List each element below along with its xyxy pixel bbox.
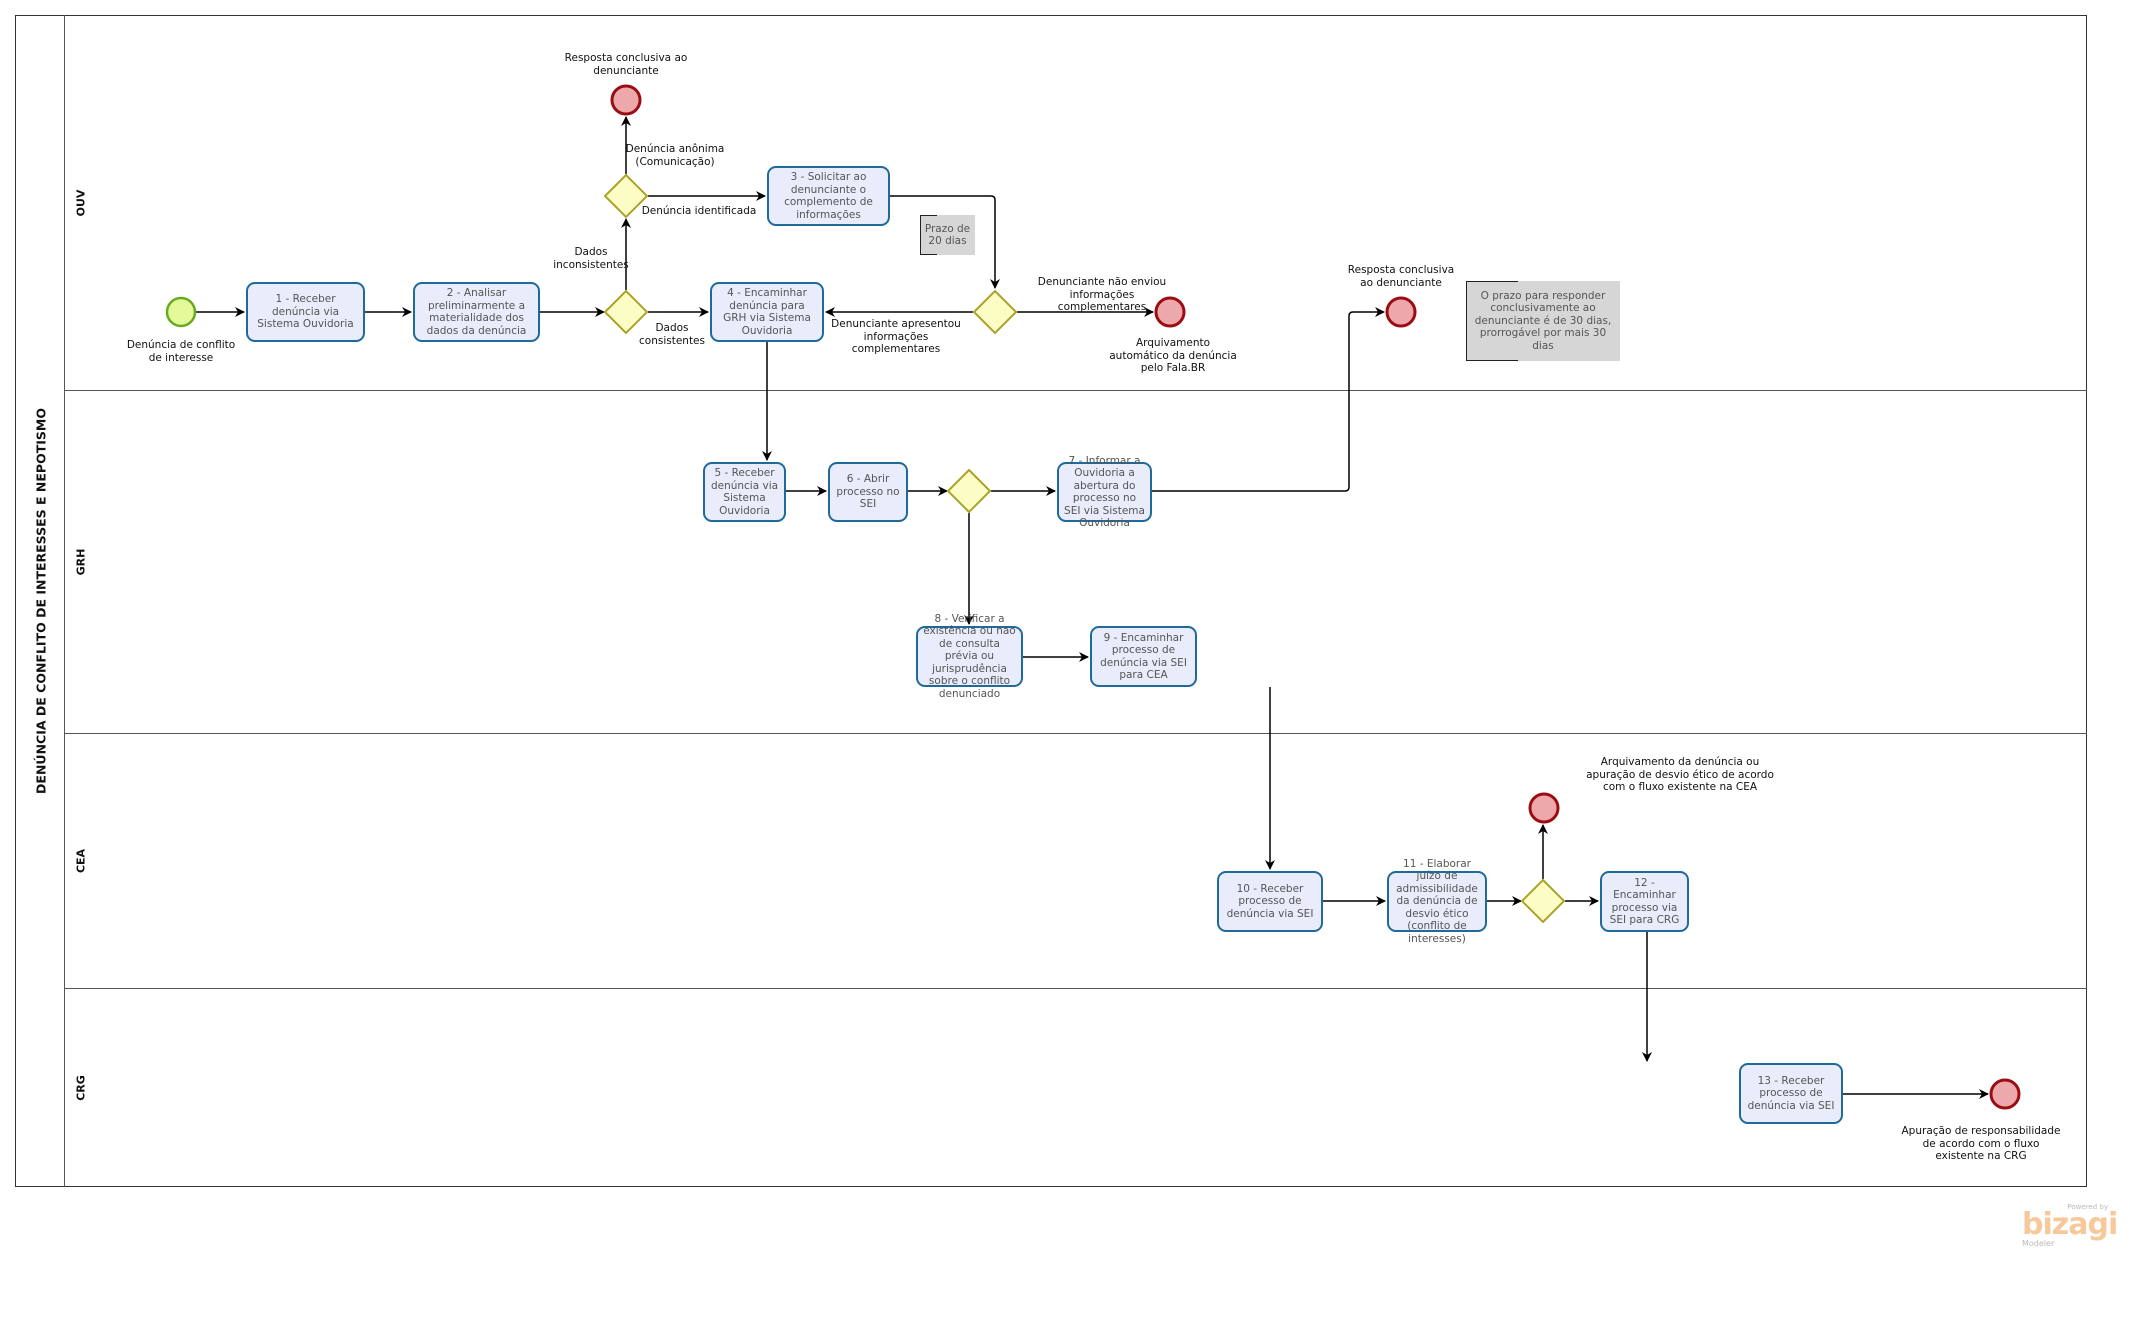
end-event-anon[interactable] <box>610 84 642 116</box>
watermark-powered-by: Powered by <box>2067 1203 2108 1211</box>
gateway-grh-decision[interactable] <box>946 468 992 514</box>
task-7[interactable]: 7 - Informar a Ouvidoria a abertura do p… <box>1057 455 1152 529</box>
task-8[interactable]: 8 - Verificar a existência ou não de con… <box>916 613 1023 700</box>
task-10-label: 10 - Receber processo de denúncia via SE… <box>1226 882 1314 920</box>
task-13[interactable]: 13 - Receber processo de denúncia via SE… <box>1739 1063 1843 1124</box>
lane-divider-grh-cea <box>65 733 2087 734</box>
lane-divider-ouv-grh <box>65 390 2087 391</box>
task-8-label: 8 - Verificar a existência ou não de con… <box>923 612 1016 700</box>
task-9[interactable]: 9 - Encaminhar processo de denúncia via … <box>1090 626 1197 687</box>
bizagi-watermark: Powered by bizagi Modeler <box>2022 1203 2118 1251</box>
annotation-prazo-30-bracket <box>1466 281 1518 361</box>
pool <box>15 15 2087 1187</box>
end-event-crg[interactable] <box>1989 1078 2021 1110</box>
task-5[interactable]: 5 - Receber denúncia via Sistema Ouvidor… <box>703 462 786 522</box>
gateway-data-check[interactable] <box>603 289 649 335</box>
task-3-label: 3 - Solicitar ao denunciante o complemen… <box>784 171 873 221</box>
end-event-archive[interactable] <box>1154 296 1186 328</box>
gateway-identification[interactable] <box>603 173 649 219</box>
task-6[interactable]: 6 - Abrir processo no SEI <box>828 462 908 522</box>
end-event-cea[interactable] <box>1528 792 1560 824</box>
end-event-resposta[interactable] <box>1385 296 1417 328</box>
task-1[interactable]: 1 - Receber denúncia via Sistema Ouvidor… <box>246 282 365 342</box>
task-12[interactable]: 12 - Encaminhar processo via SEI para CR… <box>1600 871 1689 932</box>
task-10[interactable]: 10 - Receber processo de denúncia via SE… <box>1217 871 1323 932</box>
watermark-product: Modeler <box>2022 1239 2055 1248</box>
gateway-complement-response[interactable] <box>972 289 1018 335</box>
annotation-prazo-30: O prazo para responder conclusivamente a… <box>1466 281 1620 361</box>
bizagi-logo: bizagi <box>2022 1207 2118 1242</box>
task-2[interactable]: 2 - Analisar preliminarmente a materiali… <box>413 282 540 342</box>
flow-t7-end-resposta <box>1152 307 1385 492</box>
task-1-label: 1 - Receber denúncia via Sistema Ouvidor… <box>257 293 354 331</box>
annotation-prazo-20: Prazo de 20 dias <box>920 215 975 255</box>
task-6-label: 6 - Abrir processo no SEI <box>836 473 900 511</box>
flow-label-denuncia-anonima: Denúncia anônima(Comunicação) <box>625 143 725 168</box>
annotation-prazo-20-text: Prazo de 20 dias <box>924 222 971 248</box>
pool-header <box>15 15 65 1187</box>
task-13-label: 13 - Receber processo de denúncia via SE… <box>1747 1074 1835 1112</box>
task-7-label: 7 - Informar a Ouvidoria a abertura do p… <box>1064 454 1145 530</box>
flow-label-denuncia-identificada: Denúncia identificada <box>641 205 757 217</box>
flow-t3-gw3 <box>890 195 1000 289</box>
gateway-cea-decision[interactable] <box>1520 878 1566 924</box>
task-5-label: 5 - Receber denúncia via Sistema Ouvidor… <box>710 467 779 517</box>
task-4[interactable]: 4 - Encaminhar denúncia para GRH via Sis… <box>710 282 824 342</box>
task-11-label: 11 - Elaborar juízo de admissibilidade d… <box>1396 857 1478 945</box>
annotation-prazo-30-text: O prazo para responder conclusivamente a… <box>1474 289 1612 352</box>
start-event[interactable] <box>165 296 197 328</box>
task-4-label: 4 - Encaminhar denúncia para GRH via Sis… <box>723 287 811 337</box>
task-9-label: 9 - Encaminhar processo de denúncia via … <box>1100 631 1187 682</box>
task-12-label: 12 - Encaminhar processo via SEI para CR… <box>1609 876 1680 927</box>
annotation-prazo-20-bracket <box>920 215 937 255</box>
lane-divider-cea-crg <box>65 988 2087 989</box>
task-11[interactable]: 11 - Elaborar juízo de admissibilidade d… <box>1387 858 1487 945</box>
task-2-label: 2 - Analisar preliminarmente a materiali… <box>426 287 527 337</box>
task-3[interactable]: 3 - Solicitar ao denunciante o complemen… <box>767 166 890 226</box>
